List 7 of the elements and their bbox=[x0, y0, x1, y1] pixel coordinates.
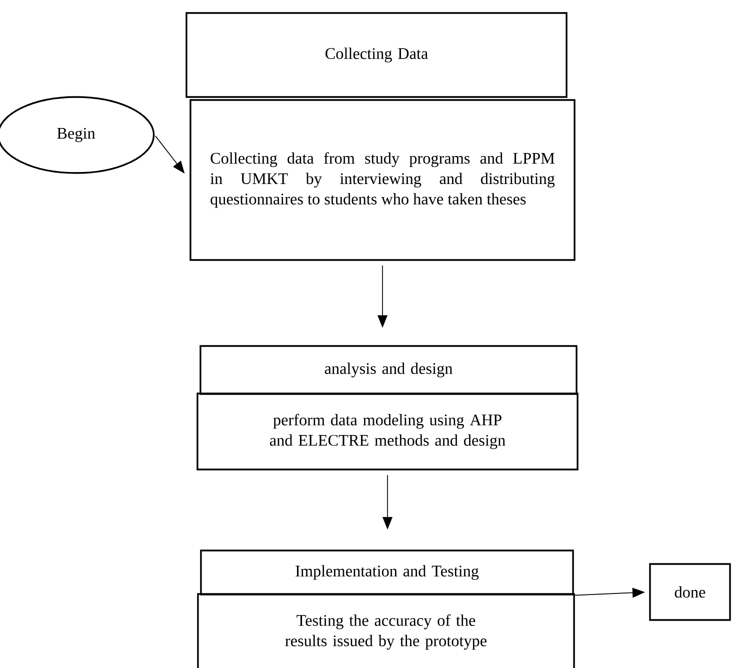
process-box: Collecting Data bbox=[186, 12, 568, 98]
process-box: perform data modeling using AHP and ELECTRE methods and design bbox=[196, 392, 578, 470]
process-box: done bbox=[649, 563, 731, 621]
process-box: Collecting data from study programs and LPPM in UMKT by interviewing and distributing questionnaires to students who have taken theses bbox=[190, 99, 576, 261]
process-box: Testing the accuracy of the results issued by the prototype bbox=[197, 593, 575, 668]
process-box: Implementation and Testing bbox=[200, 550, 574, 596]
process-box: analysis and design bbox=[200, 345, 578, 395]
